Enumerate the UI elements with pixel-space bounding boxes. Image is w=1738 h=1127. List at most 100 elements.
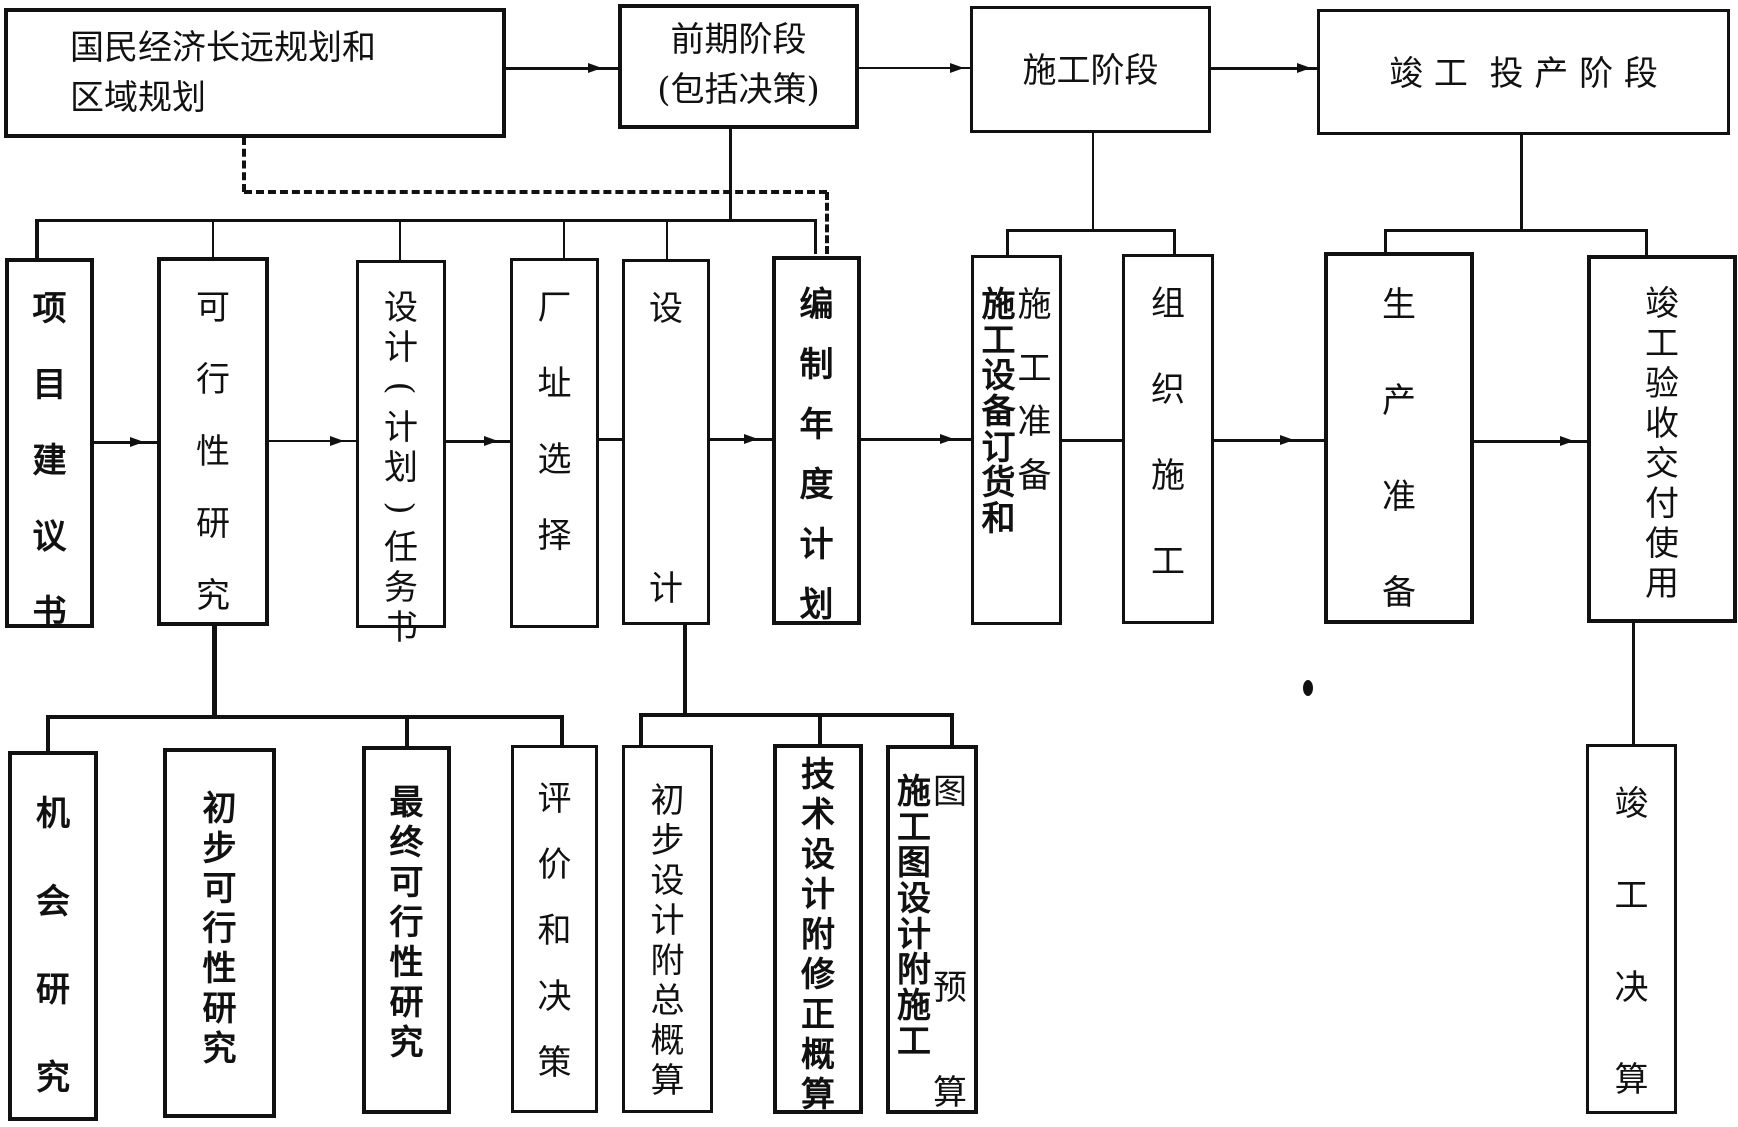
arrowhead: [588, 63, 602, 73]
label-char: 划: [799, 585, 834, 625]
stub: [666, 219, 668, 259]
label-char: 计: [897, 914, 931, 955]
label-char: 务: [384, 568, 418, 608]
label-char: 修: [801, 955, 835, 995]
label-char: 用: [1645, 564, 1679, 604]
step-label: 组织施工: [1125, 287, 1211, 579]
label-char: 算: [650, 1061, 685, 1101]
label-char: 图: [933, 772, 967, 812]
connector-step: [860, 438, 971, 441]
connector-step: [93, 441, 157, 444]
label-char: 性: [202, 949, 237, 989]
step-construction-preparation: 施工设备订货和施工准备: [971, 255, 1062, 625]
substep-label: 初步设计附总概算: [625, 784, 710, 1098]
label-char: 划: [384, 448, 418, 488]
dashed-connector-to-annual-plan: [825, 192, 829, 254]
stub: [399, 219, 401, 260]
step-label: 编制年度计划: [776, 288, 857, 622]
label-char: 计: [799, 525, 834, 565]
substep-technical-design: 技术设计附修正概算: [773, 744, 863, 1114]
label-char: 机: [36, 794, 70, 834]
ink-blot: [1303, 680, 1313, 696]
label-char: 书: [384, 608, 418, 648]
stub: [1645, 229, 1648, 256]
label-char: 度: [799, 465, 834, 505]
step-label: 设计(计划)任务书: [359, 291, 443, 645]
stub: [35, 219, 39, 259]
stub: [639, 713, 643, 745]
connector-design-down: [683, 624, 687, 717]
step-label: 生产准备: [1328, 288, 1470, 610]
label-char: 织: [1151, 370, 1185, 410]
label-char: 最: [389, 783, 424, 823]
stage-planning-line1: 国民经济长远规划和: [70, 28, 376, 68]
step-feasibility-study: 可行性研究: [157, 257, 269, 626]
label-char: 准: [1017, 402, 1052, 443]
substep-label: 技术设计附修正概算: [777, 758, 859, 1112]
label-char: 工: [981, 320, 1016, 361]
connector-preliminary-down: [729, 128, 732, 220]
arrowhead: [950, 63, 964, 73]
label-char: 预: [933, 967, 967, 1008]
label-char: 施: [1017, 285, 1052, 325]
label-char: 究: [36, 1058, 70, 1098]
label-char: 设: [801, 835, 835, 875]
stub: [405, 715, 409, 748]
step-completion-acceptance: 竣工验收交付使用: [1587, 255, 1737, 623]
label-char: 和: [981, 499, 1016, 540]
stub: [818, 713, 822, 745]
connector-construction-to-completion: [1210, 67, 1317, 70]
label-char: 工: [1645, 324, 1679, 364]
label-char: ): [380, 501, 421, 515]
label-char: 准: [1382, 477, 1416, 517]
connector-step: [1061, 439, 1122, 442]
label-char: 价: [537, 845, 572, 885]
stub: [1006, 229, 1009, 261]
label-char: 可: [202, 869, 237, 909]
label-char: 制: [799, 345, 834, 385]
branch-bar-construction: [1006, 229, 1176, 232]
label-char: 产: [1382, 381, 1416, 421]
label-char: 计: [801, 875, 835, 915]
connector-completion-down: [1520, 135, 1523, 231]
substep-opportunity-study: 机会研究: [8, 751, 98, 1121]
label-char: 议: [32, 517, 67, 557]
step-organize-construction: 组织施工: [1122, 254, 1214, 624]
label-column: 施工准备: [1017, 285, 1052, 538]
label-char: 计: [650, 901, 685, 941]
label-char: 研: [36, 970, 70, 1010]
label-char: 择: [537, 516, 572, 556]
label-char: 行: [202, 909, 237, 949]
label-char: 设: [650, 861, 685, 901]
label-char: 目: [32, 365, 67, 405]
label-char: 附: [801, 915, 835, 955]
label-char: 编: [799, 285, 834, 325]
label-char: 概: [801, 1035, 835, 1075]
label-char: 决: [1614, 968, 1649, 1008]
stage-preliminary: 前期阶段 (包括决策): [618, 4, 859, 129]
label-char: 行: [196, 360, 230, 400]
label-char: 组: [1151, 284, 1185, 324]
stub: [46, 715, 50, 753]
step-design: 设计: [622, 259, 710, 625]
stage-preliminary-line2: (包括决策): [657, 70, 820, 110]
label-char: 初: [202, 789, 237, 829]
branch-bar-design: [639, 713, 954, 717]
label-char: 研: [389, 983, 424, 1023]
label-char: 终: [389, 823, 424, 863]
branch-bar-completion: [1384, 229, 1648, 232]
label-char: 设: [649, 289, 683, 329]
dashed-connector-horizontal: [244, 190, 827, 194]
label-char: 算: [1614, 1060, 1649, 1100]
stub: [1173, 229, 1176, 263]
label-char: 步: [650, 821, 685, 861]
label-char: 计: [384, 328, 418, 368]
connector-step: [1473, 440, 1587, 443]
step-site-selection: 厂址选择: [510, 258, 599, 628]
substep-working-drawing: 施工图设计附施工图预算: [886, 745, 978, 1114]
label-char: 厂: [537, 288, 572, 328]
label-char: 订: [981, 427, 1016, 468]
label-char: 书: [32, 593, 67, 633]
step-label: 设计: [625, 292, 707, 606]
arrowhead: [330, 436, 344, 446]
